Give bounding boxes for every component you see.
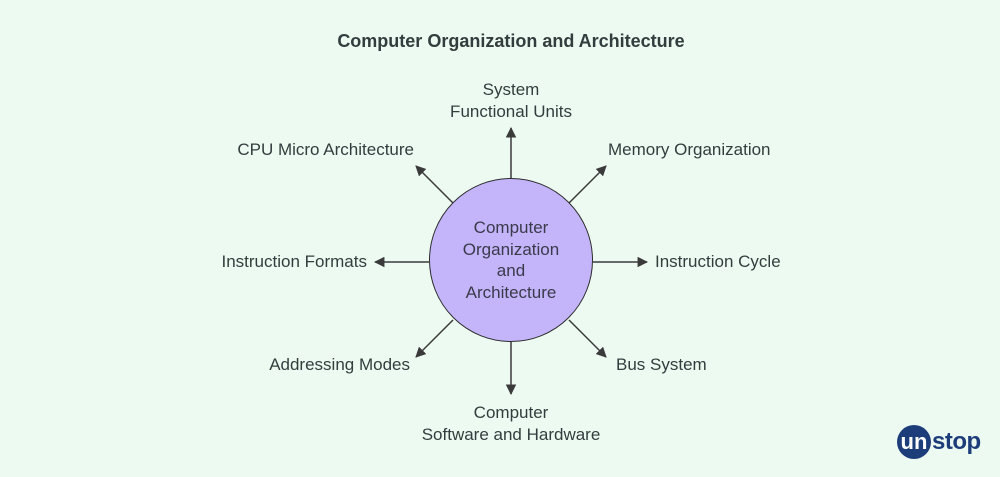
node-instruction-formats: Instruction Formats <box>221 252 368 271</box>
central-concept-label: Computer Organization and Architecture <box>462 218 560 302</box>
arrow-bottom-right <box>568 319 607 358</box>
diagram-title: Computer Organization and Architecture <box>337 31 685 51</box>
logo-wordmark: stop <box>932 428 981 455</box>
arrow-top-left <box>415 165 454 204</box>
node-cpu-micro-architecture: CPU Micro Architecture <box>237 140 414 159</box>
node-system-functional-units: System Functional Units <box>450 80 572 121</box>
unstop-logo: un stop <box>897 425 981 459</box>
node-addressing-modes: Addressing Modes <box>269 355 410 374</box>
arrow-top-right <box>568 165 607 204</box>
node-computer-software-hardware: Computer Software and Hardware <box>421 403 601 444</box>
node-memory-organization: Memory Organization <box>608 140 771 159</box>
arrow-bottom-left <box>415 319 454 358</box>
node-bus-system: Bus System <box>616 355 707 374</box>
node-instruction-cycle: Instruction Cycle <box>655 252 781 271</box>
logo-badge: un <box>897 425 931 459</box>
central-concept-circle: Computer Organization and Architecture <box>429 178 593 342</box>
